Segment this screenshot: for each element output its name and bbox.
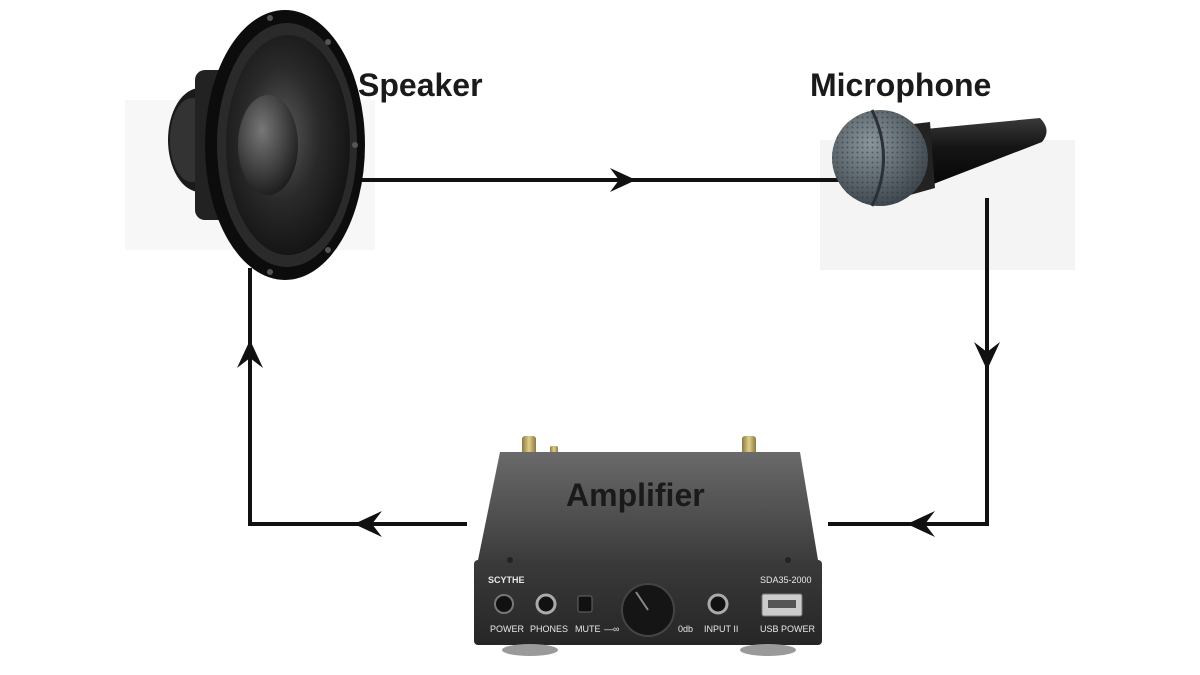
speaker-illustration bbox=[168, 10, 365, 280]
mute-button bbox=[577, 595, 593, 613]
amp-rear-connector bbox=[742, 436, 756, 456]
speaker-bolt bbox=[267, 15, 273, 21]
microphone-illustration bbox=[832, 109, 1047, 207]
amp-volume-max-label: 0db bbox=[678, 624, 693, 634]
amplifier-label: Amplifier bbox=[566, 477, 705, 513]
amplifier-illustration: SCYTHE SDA35-2000 POWER PHONES MUTE —∞ 0… bbox=[474, 436, 822, 656]
amp-screw bbox=[785, 557, 791, 563]
arrow-right-icon bbox=[610, 168, 636, 192]
speaker-dust-cap bbox=[238, 95, 298, 195]
microphone-grille-mesh bbox=[832, 110, 928, 206]
amp-usb-label: USB POWER bbox=[760, 624, 816, 634]
microphone-label: Microphone bbox=[810, 67, 991, 103]
amp-model: SDA35-2000 bbox=[760, 575, 812, 585]
input-jack bbox=[707, 593, 729, 615]
amp-power-label: POWER bbox=[490, 624, 525, 634]
microphone-handle bbox=[915, 118, 1047, 190]
arrow-up-icon bbox=[237, 340, 263, 368]
speaker-bolt bbox=[325, 247, 331, 253]
amp-foot bbox=[502, 644, 558, 656]
usb-port-slot bbox=[768, 600, 796, 608]
volume-knob-indicator bbox=[635, 591, 649, 611]
amp-brand: SCYTHE bbox=[488, 575, 525, 585]
speaker-bolt bbox=[352, 142, 358, 148]
amplifier-top bbox=[478, 452, 818, 560]
flow-arrows bbox=[237, 168, 1000, 537]
speaker-bolt bbox=[325, 39, 331, 45]
arrow-down-icon bbox=[974, 342, 1000, 370]
microphone-to-amplifier-line bbox=[828, 198, 989, 526]
amp-mute-label: MUTE bbox=[575, 624, 601, 634]
amp-rear-connector bbox=[522, 436, 536, 456]
amp-foot bbox=[740, 644, 796, 656]
arrow-left-icon bbox=[907, 511, 935, 537]
amp-volume-min-label: —∞ bbox=[604, 624, 619, 634]
arrow-left-icon bbox=[354, 511, 382, 537]
amp-input-label: INPUT II bbox=[704, 624, 738, 634]
amp-phones-label: PHONES bbox=[530, 624, 568, 634]
amp-screw bbox=[507, 557, 513, 563]
amplifier-to-speaker-line bbox=[248, 268, 467, 526]
speaker-label: Speaker bbox=[358, 67, 483, 103]
speaker-bolt bbox=[267, 269, 273, 275]
microphone-grille-band bbox=[870, 109, 885, 207]
power-jack bbox=[494, 594, 514, 614]
phones-jack bbox=[535, 593, 557, 615]
